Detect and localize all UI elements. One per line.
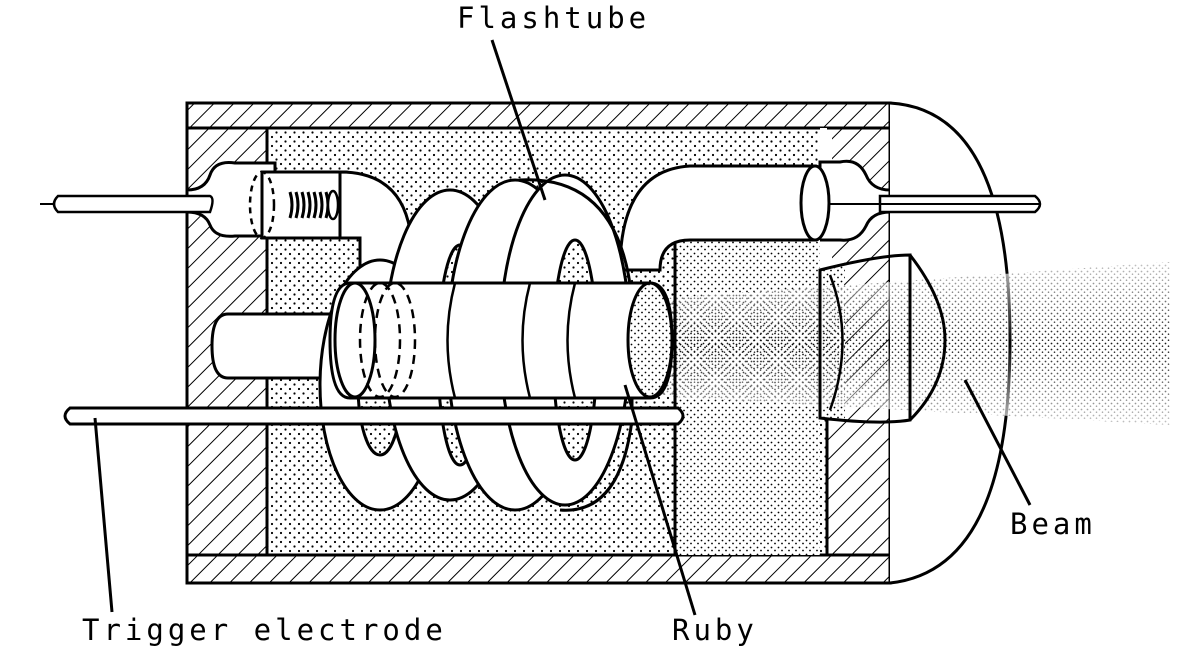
flashtube-leader	[490, 39, 547, 201]
lead-wires	[40, 194, 1042, 214]
flashtube-right-end	[618, 164, 831, 272]
trigger-electrode-rod	[63, 406, 685, 426]
ruby-leader	[623, 384, 697, 616]
ruby-label: Ruby	[672, 613, 758, 647]
trigger-leader	[93, 417, 114, 613]
beam-leader	[963, 379, 1032, 506]
trigger-electrode-label: Trigger electrode	[82, 613, 447, 647]
laser-beam	[640, 262, 1170, 425]
rod-holder-left	[210, 312, 347, 380]
leader-lines	[93, 39, 1032, 616]
flashtube-label: Flashtube	[457, 1, 651, 35]
beam-label: Beam	[1010, 507, 1096, 541]
ruby-rod	[328, 281, 674, 400]
filament-coil	[288, 189, 340, 221]
